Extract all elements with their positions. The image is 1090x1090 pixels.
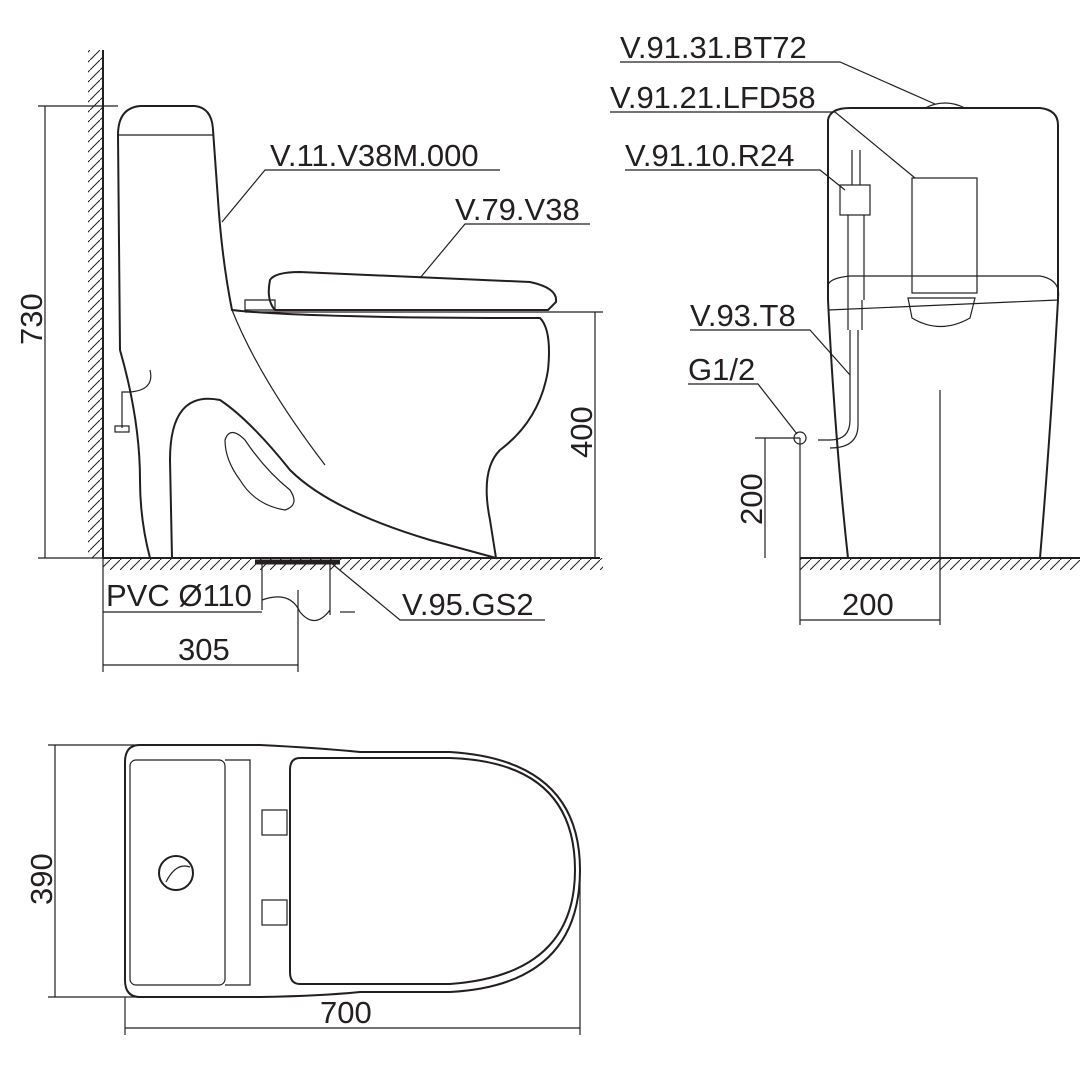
dim-seat-height-text: 400 bbox=[564, 406, 599, 458]
tank-lid-top bbox=[129, 759, 226, 986]
flange-leader bbox=[329, 561, 545, 621]
side-view: 730 400 305 PVC Ø110 V.11.V38M.000 V.79.… bbox=[14, 50, 603, 672]
hose-leader bbox=[690, 329, 851, 376]
fill-valve-part-label: V.91.10.R24 bbox=[625, 138, 795, 173]
dim-width-text: 390 bbox=[24, 853, 59, 905]
tank-neck bbox=[225, 759, 251, 986]
seat-lid-top bbox=[289, 757, 577, 985]
inlet-part-label: G1/2 bbox=[688, 352, 755, 387]
seat-lid bbox=[267, 270, 558, 311]
inlet-leader bbox=[688, 383, 798, 435]
dim-inlet-offset-text: 200 bbox=[842, 587, 894, 622]
drain-label: PVC Ø110 bbox=[106, 578, 252, 613]
fill-valve-stem bbox=[847, 150, 865, 300]
rear-body-outline bbox=[827, 107, 1059, 559]
water-supply-pipe bbox=[121, 369, 152, 428]
flush-valve-body bbox=[911, 177, 978, 294]
body-leader bbox=[221, 169, 500, 223]
supply-valve bbox=[114, 425, 130, 433]
fill-valve-leader bbox=[625, 169, 846, 191]
flush-button-top bbox=[158, 855, 194, 891]
dim-rough-in-text: 305 bbox=[178, 632, 230, 667]
dim-length-text: 700 bbox=[320, 995, 372, 1030]
seat-part-label: V.79.V38 bbox=[455, 192, 580, 227]
hinge-top bbox=[261, 809, 288, 836]
seat-leader bbox=[419, 223, 590, 279]
flush-valve-leader bbox=[610, 111, 916, 179]
hinge-bottom bbox=[261, 899, 288, 926]
button-leader bbox=[620, 61, 936, 105]
top-outline bbox=[124, 744, 582, 998]
flush-button bbox=[924, 102, 966, 109]
hose-part-label: V.93.T8 bbox=[690, 298, 796, 333]
flush-valve-part-label: V.91.21.LFD58 bbox=[610, 80, 816, 115]
dim-inlet-height-text: 200 bbox=[734, 473, 769, 525]
seat-hinge bbox=[244, 299, 276, 311]
flush-button-mark bbox=[165, 865, 191, 883]
trapway-outline bbox=[224, 431, 295, 511]
dim-height-text: 730 bbox=[14, 293, 49, 345]
drain-pipe bbox=[261, 562, 331, 622]
button-part-label: V.91.31.BT72 bbox=[620, 30, 807, 65]
supply-hose bbox=[818, 300, 863, 449]
fill-valve-float bbox=[839, 184, 871, 216]
wall-hatch bbox=[88, 50, 103, 558]
floor-hatch bbox=[103, 558, 603, 570]
body-part-label: V.11.V38M.000 bbox=[270, 138, 479, 173]
rear-view: 200 200 V.91.31.BT72 V.91.21.LFD58 V.91.… bbox=[610, 30, 1080, 625]
bowl-inner-curve bbox=[231, 309, 326, 466]
top-view: 390 700 bbox=[24, 744, 582, 1035]
flush-valve-base bbox=[907, 297, 976, 327]
toilet-body-outline bbox=[116, 105, 550, 560]
flange-part-label: V.95.GS2 bbox=[402, 587, 534, 622]
tank-bottom-line bbox=[827, 275, 1060, 311]
